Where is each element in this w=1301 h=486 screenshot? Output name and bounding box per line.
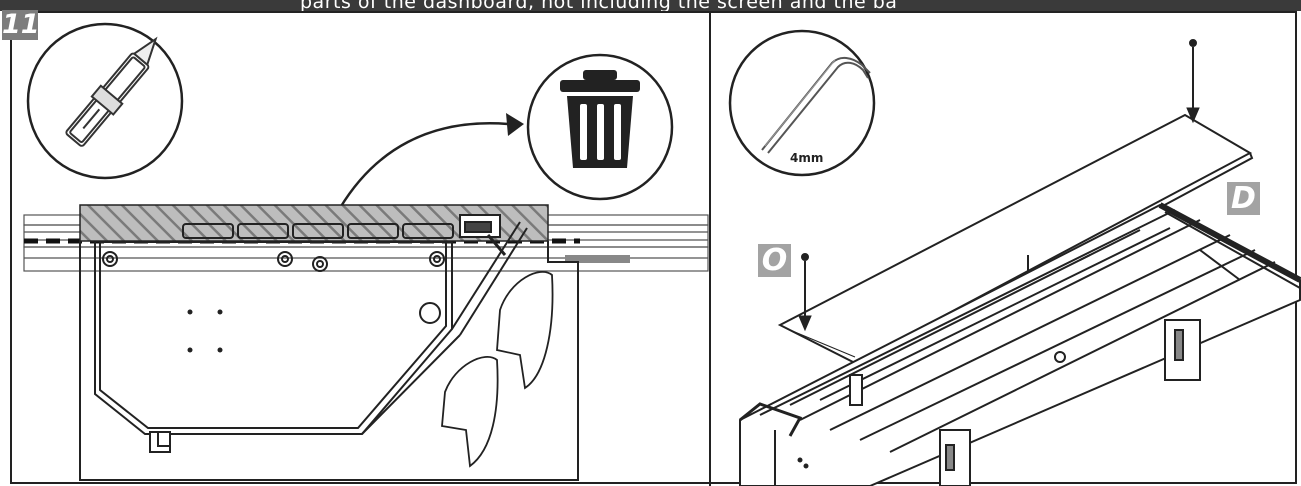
side-cutouts <box>441 271 554 468</box>
allen-key-icon <box>728 29 876 177</box>
discard-arrow <box>338 113 524 209</box>
header-bar: parts of the dashboard, not including th… <box>0 0 1301 11</box>
label-d: D <box>1227 182 1260 215</box>
header-caption: parts of the dashboard, not including th… <box>300 0 898 11</box>
mount-holes <box>102 251 445 324</box>
screw-left <box>798 253 812 332</box>
dashboard-board <box>79 214 579 481</box>
tool-size-label: 4mm <box>790 151 824 165</box>
instruction-frame <box>10 11 1297 484</box>
step-number: 11 <box>2 9 40 40</box>
base-frame <box>739 202 1301 486</box>
screw-top <box>1186 39 1200 124</box>
trash-bin-icon <box>526 53 674 201</box>
utility-knife-icon <box>26 22 184 180</box>
label-o: O <box>758 244 791 277</box>
panel-divider <box>709 11 711 486</box>
screw-dots <box>187 309 223 353</box>
